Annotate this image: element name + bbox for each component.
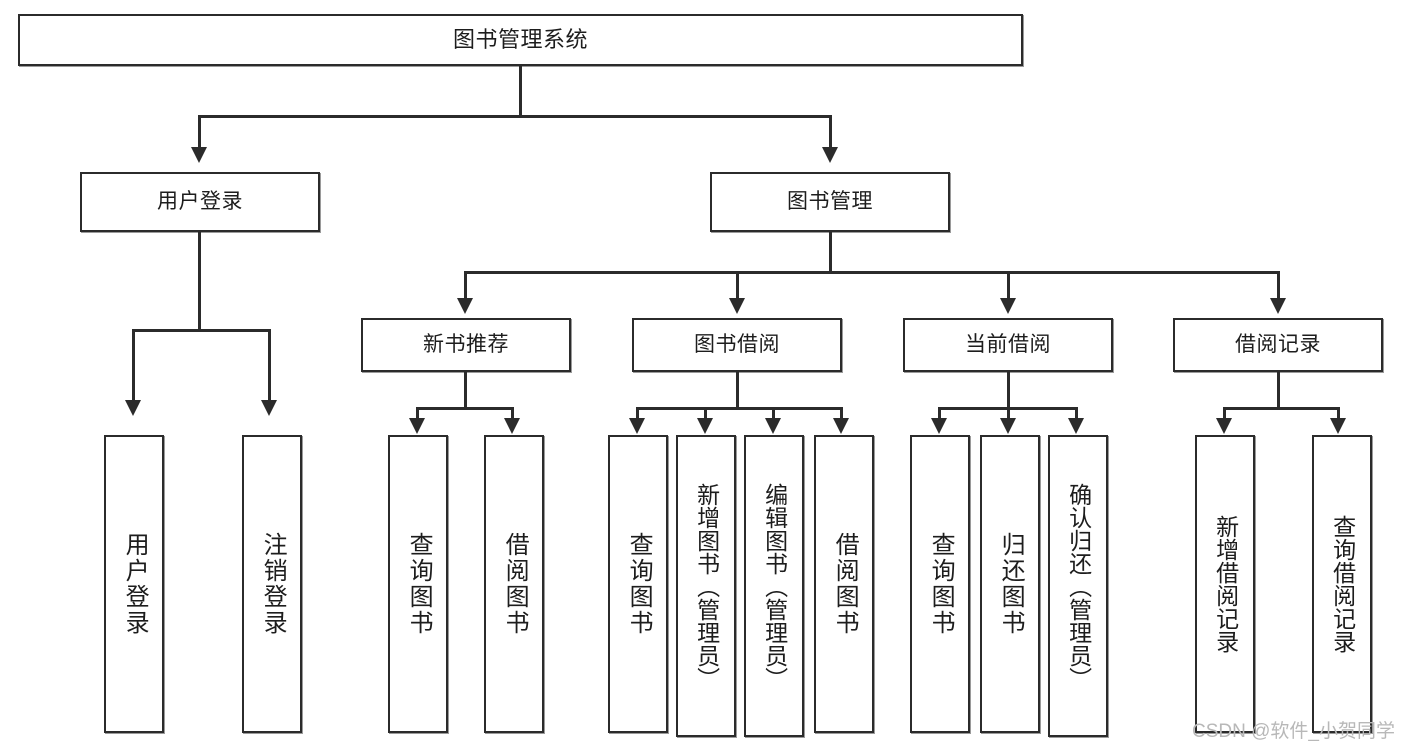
node-label: 查询图书: [405, 532, 433, 636]
connector-recommend-drop-2: [511, 407, 514, 421]
arrowhead-borrow-3: [765, 418, 781, 434]
arrowhead-records-2: [1330, 418, 1346, 434]
node-label: 新增图书（管理员）: [693, 482, 720, 690]
leaf-borrow-book[interactable]: 借阅图书: [814, 435, 874, 733]
leaf-edit-book-admin[interactable]: 编辑图书（管理员）: [744, 435, 804, 737]
node-label: 新增借阅记录: [1212, 515, 1239, 653]
node-label: 查询借阅记录: [1329, 515, 1356, 653]
node-book-management[interactable]: 图书管理: [710, 172, 950, 232]
connector-borrow-bus: [636, 407, 843, 410]
leaf-query-book-borrow[interactable]: 查询图书: [608, 435, 668, 733]
node-root-system[interactable]: 图书管理系统: [18, 14, 1023, 66]
arrowhead-borrow-2: [697, 418, 713, 434]
node-book-borrow[interactable]: 图书借阅: [632, 318, 842, 372]
node-label: 查询图书: [927, 532, 955, 636]
arrowhead-borrow-4: [833, 418, 849, 434]
connector-userlogin-drop-1: [132, 329, 135, 404]
connector-root-drop-right: [829, 115, 832, 151]
connector-borrow-drop-4: [840, 407, 843, 421]
connector-borrow-drop-1: [636, 407, 639, 421]
arrowhead-current-1: [931, 418, 947, 434]
arrowhead-root-left: [191, 147, 207, 163]
node-label: 确认归还（管理员）: [1065, 482, 1092, 690]
leaf-logout[interactable]: 注销登录: [242, 435, 302, 733]
arrowhead-current-3: [1068, 418, 1084, 434]
arrowhead-recommend-2: [504, 418, 520, 434]
node-borrow-records[interactable]: 借阅记录: [1173, 318, 1383, 372]
node-label: 图书借阅: [694, 332, 780, 356]
arrowhead-borrow-1: [629, 418, 645, 434]
node-label: 借阅记录: [1235, 332, 1321, 356]
leaf-add-borrow-record[interactable]: 新增借阅记录: [1195, 435, 1255, 733]
arrowhead-bookmgmt-1: [457, 298, 473, 314]
arrowhead-bookmgmt-4: [1270, 298, 1286, 314]
connector-userlogin-drop-2: [268, 329, 271, 404]
leaf-query-borrow-record[interactable]: 查询借阅记录: [1312, 435, 1372, 733]
arrowhead-recommend-1: [409, 418, 425, 434]
connector-current-stem: [1007, 372, 1010, 410]
arrowhead-records-1: [1216, 418, 1232, 434]
connector-root-drop-left: [198, 115, 201, 151]
connector-records-stem: [1277, 372, 1280, 410]
leaf-confirm-return-admin[interactable]: 确认归还（管理员）: [1048, 435, 1108, 737]
node-label: 归还图书: [997, 532, 1025, 636]
connector-records-drop-1: [1223, 407, 1226, 421]
node-label: 查询图书: [625, 532, 653, 636]
connector-userlogin-stem: [198, 232, 201, 331]
node-label: 借阅图书: [501, 532, 529, 636]
connector-records-bus: [1223, 407, 1340, 410]
arrowhead-current-2: [1000, 418, 1016, 434]
arrowhead-userlogin-2: [261, 400, 277, 416]
arrowhead-userlogin-1: [125, 400, 141, 416]
connector-borrow-drop-3: [772, 407, 775, 421]
leaf-user-login[interactable]: 用户登录: [104, 435, 164, 733]
connector-root-bus: [198, 115, 832, 118]
node-new-book-recommend[interactable]: 新书推荐: [361, 318, 571, 372]
node-label: 当前借阅: [965, 332, 1051, 356]
node-label: 注销登录: [259, 532, 287, 636]
node-label: 图书管理系统: [452, 27, 588, 53]
node-label: 用户登录: [121, 532, 149, 636]
node-label: 借阅图书: [831, 532, 859, 636]
connector-recommend-drop-1: [416, 407, 419, 421]
connector-bookmgmt-drop-3: [1007, 271, 1010, 302]
leaf-borrow-book-recommend[interactable]: 借阅图书: [484, 435, 544, 733]
connector-bookmgmt-drop-2: [736, 271, 739, 302]
connector-current-drop-1: [938, 407, 941, 421]
connector-borrow-drop-2: [704, 407, 707, 421]
connector-bookmgmt-bus: [464, 271, 1280, 274]
connector-bookmgmt-drop-4: [1277, 271, 1280, 302]
connector-recommend-bus: [416, 407, 514, 410]
connector-borrow-stem: [736, 372, 739, 410]
node-label: 用户登录: [157, 189, 243, 213]
leaf-query-book-recommend[interactable]: 查询图书: [388, 435, 448, 733]
node-label: 编辑图书（管理员）: [761, 482, 788, 690]
connector-recommend-stem: [464, 372, 467, 410]
connector-records-drop-2: [1337, 407, 1340, 421]
leaf-add-book-admin[interactable]: 新增图书（管理员）: [676, 435, 736, 737]
arrowhead-bookmgmt-2: [729, 298, 745, 314]
leaf-query-book-current[interactable]: 查询图书: [910, 435, 970, 733]
arrowhead-bookmgmt-3: [1000, 298, 1016, 314]
connector-bookmgmt-drop-1: [464, 271, 467, 302]
connector-current-drop-3: [1075, 407, 1078, 421]
arrowhead-root-right: [822, 147, 838, 163]
connector-bookmgmt-stem: [829, 232, 832, 274]
node-label: 图书管理: [787, 189, 873, 213]
node-current-borrow[interactable]: 当前借阅: [903, 318, 1113, 372]
connector-current-drop-2: [1007, 407, 1010, 421]
connector-root-stem: [519, 66, 522, 117]
leaf-return-book[interactable]: 归还图书: [980, 435, 1040, 733]
node-label: 新书推荐: [423, 332, 509, 356]
connector-userlogin-bus: [132, 329, 270, 332]
node-user-login[interactable]: 用户登录: [80, 172, 320, 232]
